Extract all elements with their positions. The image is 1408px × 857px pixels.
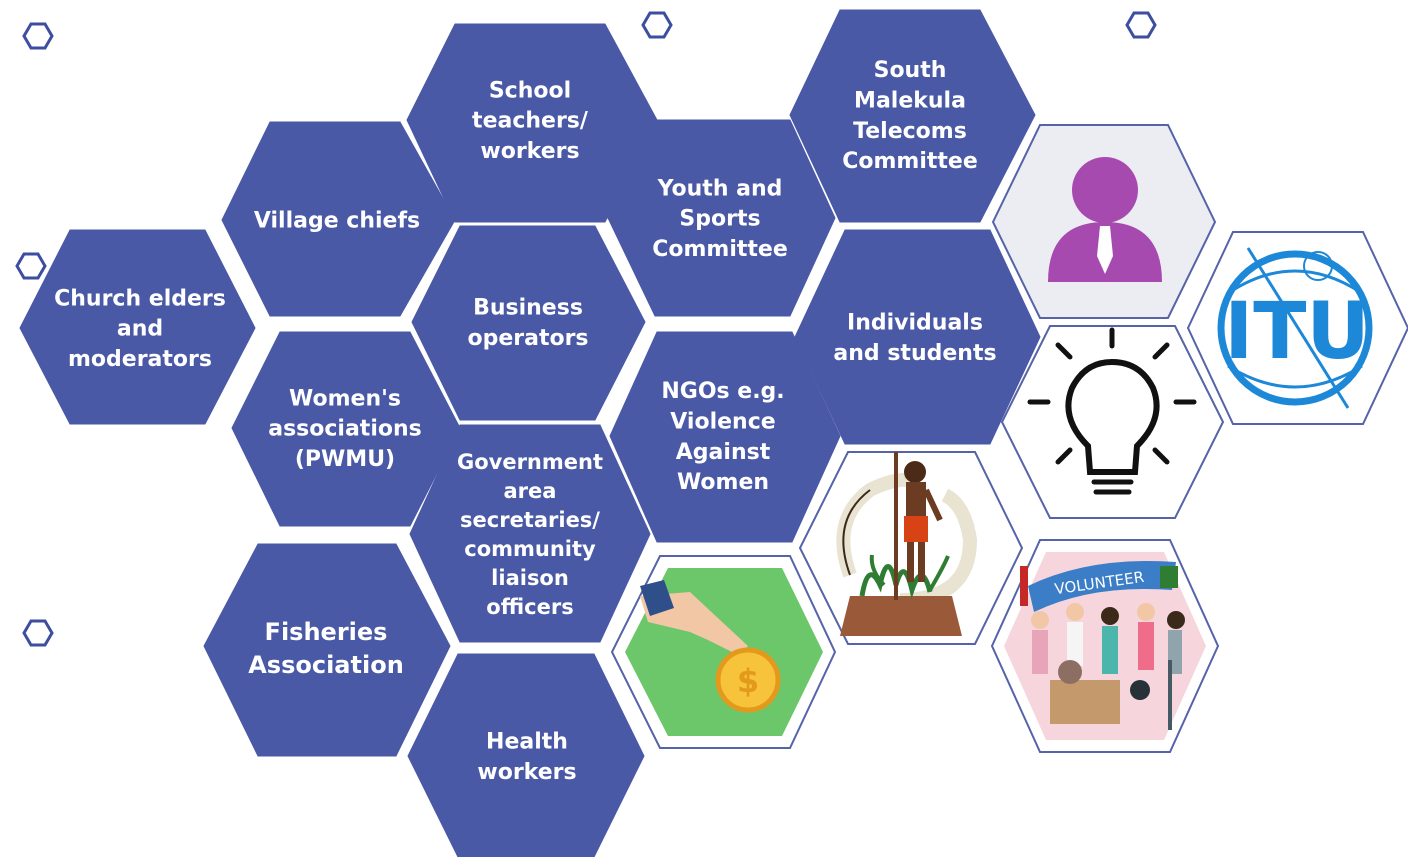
hex-label-line: Committee <box>842 149 978 174</box>
hex-business-operators-label: Business operators <box>467 296 588 351</box>
hex-label-line: Women's <box>289 386 401 411</box>
hex-label-line: (PWMU) <box>295 447 395 472</box>
hex-label-line: community <box>464 537 596 561</box>
person-icon <box>1048 157 1162 282</box>
hex-label-line: Business <box>473 296 583 321</box>
hex-label-line: Youth and <box>657 176 783 201</box>
hex-church-elders-label: Church elders and moderators <box>54 286 226 372</box>
hex-school-teachers: School teachers/workers <box>406 23 658 223</box>
hex-label-line: workers <box>477 760 576 785</box>
hex-label-line: liaison <box>491 566 569 590</box>
hex-emblem-tile <box>798 451 1024 645</box>
hex-label-line: NGOs e.g. <box>661 379 784 404</box>
hex-coin-tile: $ <box>610 555 837 749</box>
hex-individuals-students: Individuals and students <box>794 229 1041 445</box>
itu-logo-text: ITU <box>1224 287 1370 377</box>
hex-lightbulb-tile <box>1000 325 1225 519</box>
hex-label-line: secretaries/ <box>460 508 600 532</box>
hex-label-line: Against <box>676 440 771 465</box>
hex-business-operators: Business operators <box>411 225 646 421</box>
small-hexagon-decoration <box>15 252 47 280</box>
hex-label-line: and students <box>833 341 996 366</box>
hex-label-line: teachers/ <box>472 109 589 134</box>
hex-health-workers: Health workers <box>407 653 645 857</box>
hex-label-line: Violence <box>670 410 775 435</box>
small-hexagon-decoration <box>641 11 673 39</box>
hex-label-line: Government <box>457 450 603 474</box>
hex-label-line: School <box>489 78 571 103</box>
small-hexagon-decoration <box>22 22 54 50</box>
hex-label-line: workers <box>480 139 579 164</box>
hex-health-workers-label: Health workers <box>477 730 576 785</box>
small-hexagon-decoration <box>1125 11 1157 39</box>
hex-label-line: Sports <box>679 207 760 232</box>
hex-label-line: Women <box>677 470 769 495</box>
hex-label-line: area <box>504 479 557 503</box>
hex-label-line: associations <box>268 417 422 442</box>
hex-volunteer-tile: VOLUNTEER <box>990 539 1220 753</box>
hex-school-teachers-label: School teachers/workers <box>472 78 589 164</box>
hex-label-line: Health <box>486 730 568 755</box>
coin-symbol: $ <box>737 662 759 700</box>
small-hexagon-decoration <box>22 619 54 647</box>
hex-label-line: Committee <box>652 237 788 262</box>
hex-label-line: South <box>874 58 947 83</box>
hex-label-line: Malekula <box>854 89 966 114</box>
hex-label-line: and <box>117 317 163 342</box>
hex-womens-associations-label: Women's associations (PWMU) <box>268 386 422 472</box>
hex-government-secretaries: Government area secretaries/community liais… <box>409 424 651 643</box>
hex-label-line: operators <box>467 326 588 351</box>
hex-womens-associations: Women's associations (PWMU) <box>231 331 461 527</box>
hex-itu-tile: ITU <box>1186 231 1408 425</box>
hex-church-elders: Church elders and moderators <box>19 229 256 425</box>
itu-logo: ITU <box>1217 247 1373 409</box>
hex-person-icon-tile <box>991 124 1217 319</box>
hex-label-line: Fisheries <box>265 618 388 646</box>
lightbulb-icon <box>1027 327 1197 495</box>
hex-label-line: Individuals <box>847 311 983 336</box>
hex-label-line: moderators <box>68 347 212 372</box>
hex-label-line: Village chiefs <box>254 209 420 234</box>
hex-village-chiefs: Village chiefs <box>221 121 456 317</box>
hex-individuals-students-label: Individuals and students <box>833 311 996 366</box>
hex-village-chiefs-label: Village chiefs <box>254 209 420 234</box>
hex-label-line: Telecoms <box>853 119 967 144</box>
coin-hand-icon: $ <box>640 580 781 713</box>
hex-government-secretaries-label: Government area secretaries/community liais… <box>457 450 603 619</box>
hex-label-line: Church elders <box>54 286 226 311</box>
hex-label-line: Association <box>248 651 404 679</box>
vanuatu-emblem-icon <box>836 452 978 636</box>
hex-label-line: officers <box>486 595 573 619</box>
